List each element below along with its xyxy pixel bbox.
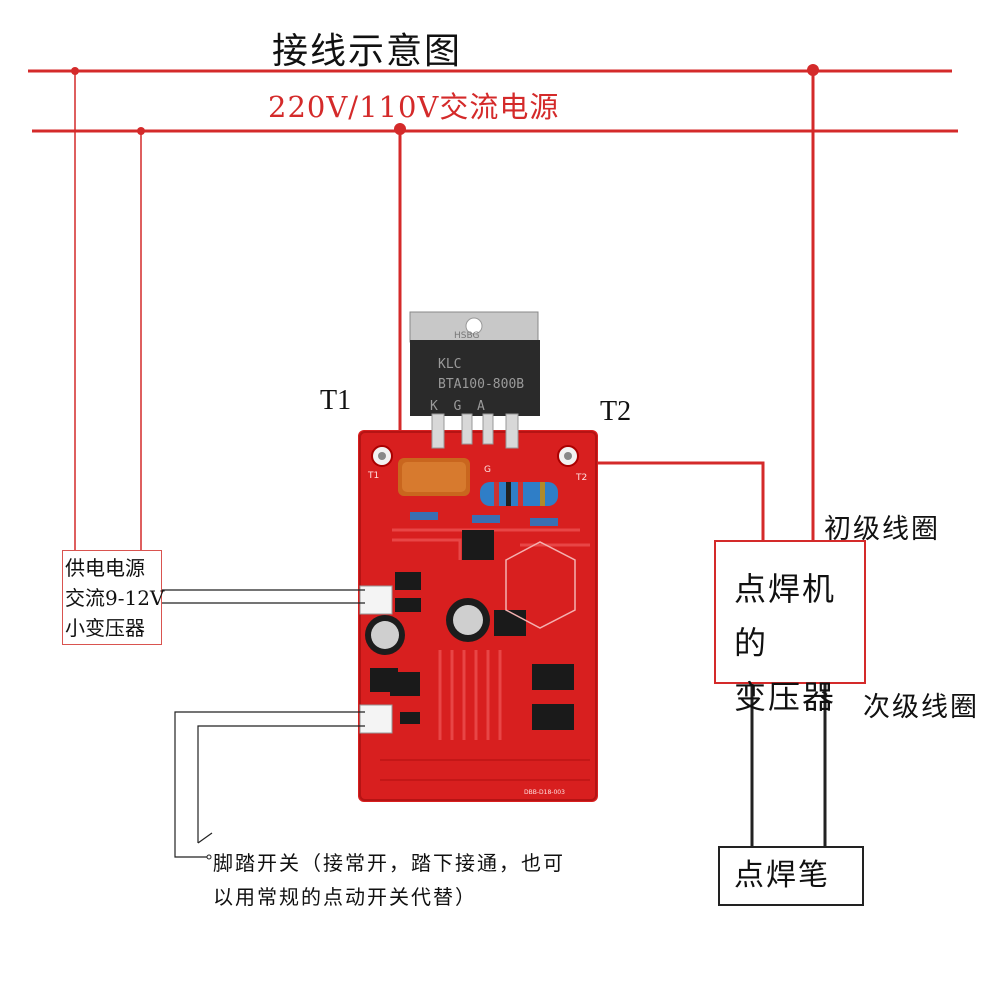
primary-wire-t2 bbox=[592, 461, 765, 540]
primary-coil-label: 初级线圈 bbox=[824, 514, 940, 545]
transformer-line-1: 点焊机的 bbox=[734, 570, 837, 662]
welding-pen-box: 点焊笔 bbox=[718, 846, 864, 906]
triac-part: BTA100-800B bbox=[438, 377, 524, 392]
foot-switch-line-2: 以用常规的点动开关代替） bbox=[213, 885, 477, 909]
foot-switch-contact bbox=[197, 832, 213, 844]
terminal-t1-label: T1 bbox=[320, 385, 352, 416]
power-label: 220V/110V交流电源 bbox=[268, 90, 560, 124]
foot-switch-node bbox=[206, 854, 212, 860]
supply-transformer-box: 供电电源 交流9-12V 小变压器 bbox=[62, 550, 165, 645]
terminal-t2-label: T2 bbox=[600, 396, 632, 427]
secondary-coil-label: 次级线圈 bbox=[863, 692, 979, 723]
board-silk-t2: T2 bbox=[575, 473, 587, 483]
foot-switch-wire-1 bbox=[174, 711, 365, 858]
transformer-line-2: 变压器 bbox=[734, 678, 837, 716]
board-pin-g: G bbox=[484, 465, 491, 475]
diagram-title: 接线示意图 bbox=[272, 31, 463, 72]
supply-line-3: 小变压器 bbox=[65, 616, 145, 640]
board-code: DBB-D18-003 bbox=[524, 789, 565, 796]
supply-line-2: 交流9-12V bbox=[65, 586, 165, 610]
foot-switch-line-1: 脚踏开关（接常开，踏下接通，也可 bbox=[213, 851, 565, 875]
triac-component: HSBG KLC BTA100-800B K G A bbox=[409, 311, 540, 449]
supply-line-1: 供电电源 bbox=[65, 556, 145, 580]
foot-switch-note: 脚踏开关（接常开，踏下接通，也可 以用常规的点动开关代替） bbox=[213, 846, 565, 914]
triac-maker: KLC bbox=[438, 357, 461, 372]
triac-pins: K G A bbox=[430, 399, 485, 414]
control-board: G T1 T2 DBB-D18-003 bbox=[358, 430, 598, 802]
welder-transformer-box: 点焊机的 变压器 bbox=[714, 540, 866, 716]
board-silk-t1: T1 bbox=[367, 471, 379, 481]
foot-switch-wire-2 bbox=[197, 725, 365, 843]
triac-brand: HSBG bbox=[454, 331, 479, 341]
